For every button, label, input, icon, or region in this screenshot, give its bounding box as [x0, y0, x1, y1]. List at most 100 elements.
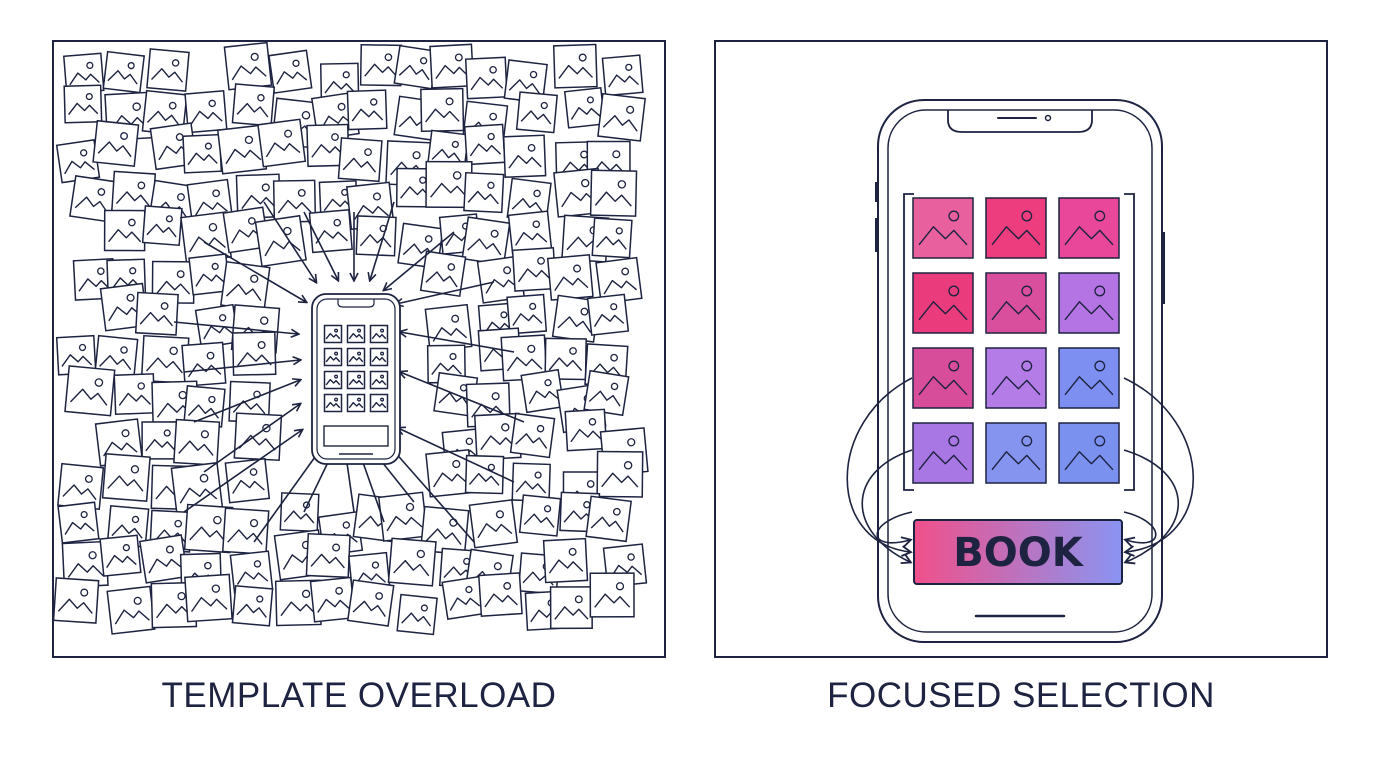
image-placeholder-icon	[520, 368, 565, 414]
template-overload-caption: TEMPLATE OVERLOAD	[161, 676, 557, 715]
image-placeholder-icon	[589, 572, 635, 618]
image-placeholder-icon	[268, 49, 313, 94]
image-placeholder-icon	[231, 83, 276, 127]
image-placeholder-icon	[141, 421, 180, 460]
image-placeholder-icon	[586, 293, 630, 336]
mini-image-icon	[323, 393, 343, 413]
image-placeholder-icon	[231, 584, 274, 627]
image-placeholder-icon	[476, 255, 526, 304]
image-placeholder-icon	[518, 494, 562, 537]
image-placeholder-icon	[420, 87, 465, 132]
image-placeholder-icon	[223, 41, 273, 91]
selected-image-tile	[1058, 347, 1120, 409]
image-placeholder-icon	[585, 495, 632, 543]
image-placeholder-icon	[305, 532, 351, 579]
selection-arrows	[846, 377, 1195, 565]
image-placeholder-icon	[441, 575, 486, 620]
image-placeholder-icon	[387, 537, 437, 587]
image-placeholder-icon	[272, 179, 317, 223]
image-placeholder-icon	[254, 214, 307, 268]
selected-image-tile	[912, 422, 974, 484]
image-placeholder-icon	[564, 408, 608, 452]
mini-image-icon	[369, 370, 389, 390]
mini-image-icon	[369, 324, 389, 344]
image-placeholder-icon	[463, 123, 506, 166]
selected-image-tile	[1058, 422, 1120, 484]
image-placeholder-icon	[425, 160, 473, 209]
selected-image-tile	[985, 347, 1047, 409]
image-placeholder-icon	[106, 585, 156, 635]
image-placeholder-icon	[601, 54, 644, 97]
selected-image-tile	[985, 197, 1047, 259]
mini-phone	[311, 293, 401, 465]
image-placeholder-icon	[63, 84, 103, 124]
image-placeholder-icon	[257, 118, 307, 168]
image-placeholder-icon	[591, 217, 633, 259]
phone-frame	[875, 99, 1165, 643]
mini-image-icon	[323, 347, 343, 367]
image-placeholder-icon	[113, 373, 156, 416]
image-placeholder-icon	[57, 501, 100, 544]
image-placeholder-icon	[464, 454, 505, 495]
image-placeholder-icon	[141, 205, 183, 247]
image-placeholder-icon	[468, 499, 519, 549]
mini-image-icon	[346, 347, 366, 367]
image-placeholder-icon	[134, 291, 179, 336]
image-placeholder-icon	[549, 586, 593, 630]
selected-image-tile	[1058, 197, 1120, 259]
image-placeholder-icon	[102, 50, 146, 94]
template-overload-illustration	[52, 41, 649, 636]
image-placeholder-icon	[377, 491, 429, 542]
image-placeholder-icon	[92, 119, 140, 168]
focused-selection-panel: BOOK	[714, 40, 1328, 658]
image-placeholder-icon	[506, 293, 548, 335]
image-placeholder-icon	[477, 572, 523, 617]
image-placeholder-icon	[464, 56, 508, 100]
image-placeholder-icon	[359, 43, 403, 87]
image-placeholder-icon	[463, 171, 505, 214]
mini-image-icon	[323, 370, 343, 390]
image-placeholder-icon	[216, 124, 268, 175]
image-placeholder-icon	[184, 573, 233, 623]
mini-image-icon	[323, 324, 343, 344]
image-placeholder-icon	[52, 577, 100, 624]
image-placeholder-icon	[346, 89, 388, 131]
image-placeholder-icon	[502, 134, 547, 178]
mini-image-icon	[346, 324, 366, 344]
image-placeholder-icon	[173, 418, 221, 466]
book-button[interactable]: BOOK	[913, 519, 1123, 585]
image-placeholder-icon	[507, 210, 553, 256]
image-placeholder-icon	[103, 209, 146, 252]
image-placeholder-icon	[181, 341, 227, 387]
image-placeholder-icon	[183, 385, 226, 428]
image-placeholder-icon	[231, 331, 277, 376]
image-placeholder-icon	[563, 87, 606, 129]
image-placeholder-icon	[99, 534, 142, 577]
selected-image-grid	[912, 197, 1120, 484]
selected-image-tile	[1058, 272, 1120, 334]
image-placeholder-icon	[62, 52, 105, 95]
selected-image-tile	[985, 422, 1047, 484]
image-placeholder-icon	[101, 452, 151, 503]
image-placeholder-icon	[182, 133, 223, 174]
image-placeholder-icon	[515, 91, 559, 134]
image-placeholder-icon	[184, 90, 228, 134]
focused-selection-illustration: BOOK	[846, 99, 1195, 643]
image-placeholder-icon	[355, 215, 397, 257]
image-placeholder-icon	[583, 369, 630, 417]
image-placeholder-icon	[511, 247, 557, 292]
image-placeholder-icon	[506, 177, 552, 223]
image-placeholder-icon	[219, 260, 271, 312]
image-placeholder-icon	[424, 303, 473, 352]
image-placeholder-icon	[308, 209, 353, 254]
selected-image-tile	[912, 347, 974, 409]
image-placeholder-icon	[552, 43, 598, 89]
image-placeholder-icon	[509, 412, 556, 459]
image-placeholder-icon	[346, 579, 395, 627]
image-placeholder-icon	[596, 450, 644, 498]
image-placeholder-icon	[229, 550, 274, 595]
book-button-label: BOOK	[953, 530, 1084, 576]
image-placeholder-icon	[64, 365, 116, 417]
image-placeholder-icon	[511, 462, 551, 502]
selected-image-tile	[985, 272, 1047, 334]
